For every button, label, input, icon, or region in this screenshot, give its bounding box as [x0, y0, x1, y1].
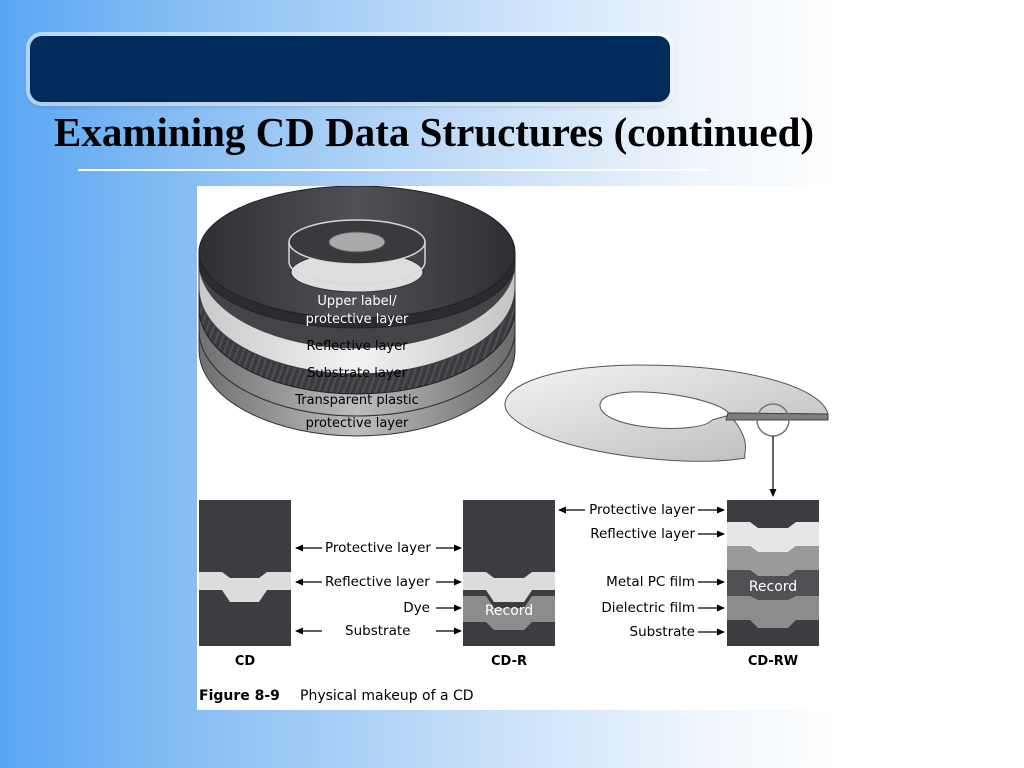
disc-hub-center [328, 231, 386, 253]
callout-substrate: Substrate [345, 623, 410, 639]
callout-rw-substrate: Substrate [630, 624, 695, 640]
cdrw-upper-mid-band [727, 546, 819, 576]
callout-rw-reflective-layer: Reflective layer [590, 526, 695, 542]
cdrw-metal-pc-band [727, 570, 819, 600]
cd-reflective-band [199, 572, 291, 602]
title-banner [30, 36, 670, 102]
label-substrate-layer: Substrate layer [307, 366, 407, 381]
ring-body [504, 364, 829, 462]
callout-metal-pc-film: Metal PC film [606, 574, 695, 590]
label-upper-line1: Upper label/ [317, 294, 397, 309]
disc-layer-upper-edge [198, 261, 516, 375]
callout-reflective-layer: Reflective layer [325, 574, 430, 590]
figure-number: Figure 8-9 [199, 688, 280, 704]
cdr-cross-section [463, 500, 555, 646]
disc-hub-cylinder [288, 242, 426, 285]
title-underline [78, 169, 708, 171]
label-plastic-line1: Transparent plastic [294, 393, 419, 408]
right-callouts [558, 506, 725, 636]
cdrw-cross-section [727, 500, 819, 646]
cdrw-reflective-band [727, 522, 819, 552]
label-cdrw: CD-RW [748, 654, 798, 669]
figure-panel: Upper label/ protective layer Reflective… [197, 185, 847, 710]
figure-caption: Physical makeup of a CD [300, 688, 474, 704]
middle-callouts [295, 544, 462, 635]
cdr-record-label: Record [485, 603, 533, 619]
disc-stack [198, 185, 516, 437]
cutaway-ring [504, 364, 829, 497]
cdrw-record-label: Record [749, 579, 797, 595]
callout-dielectric-film: Dielectric film [601, 600, 695, 616]
label-cd: CD [235, 654, 256, 669]
cd-structure-diagram: Upper label/ protective layer Reflective… [198, 185, 829, 704]
callout-protective-layer: Protective layer [325, 540, 431, 556]
cdr-reflective-band [463, 572, 555, 602]
callout-rw-protective-layer: Protective layer [589, 502, 695, 518]
label-reflective-layer: Reflective layer [307, 339, 409, 354]
label-plastic-line2: protective layer [306, 416, 409, 431]
label-upper-line2: protective layer [306, 312, 409, 327]
label-cdr: CD-R [491, 654, 527, 669]
callout-dye: Dye [403, 600, 430, 616]
ring-edge [725, 412, 829, 421]
slide-title: Examining CD Data Structures (continued) [54, 109, 815, 155]
cdr-dye-band [463, 596, 555, 630]
cdrw-dielectric-band [727, 596, 819, 628]
cd-cross-section [199, 500, 291, 646]
